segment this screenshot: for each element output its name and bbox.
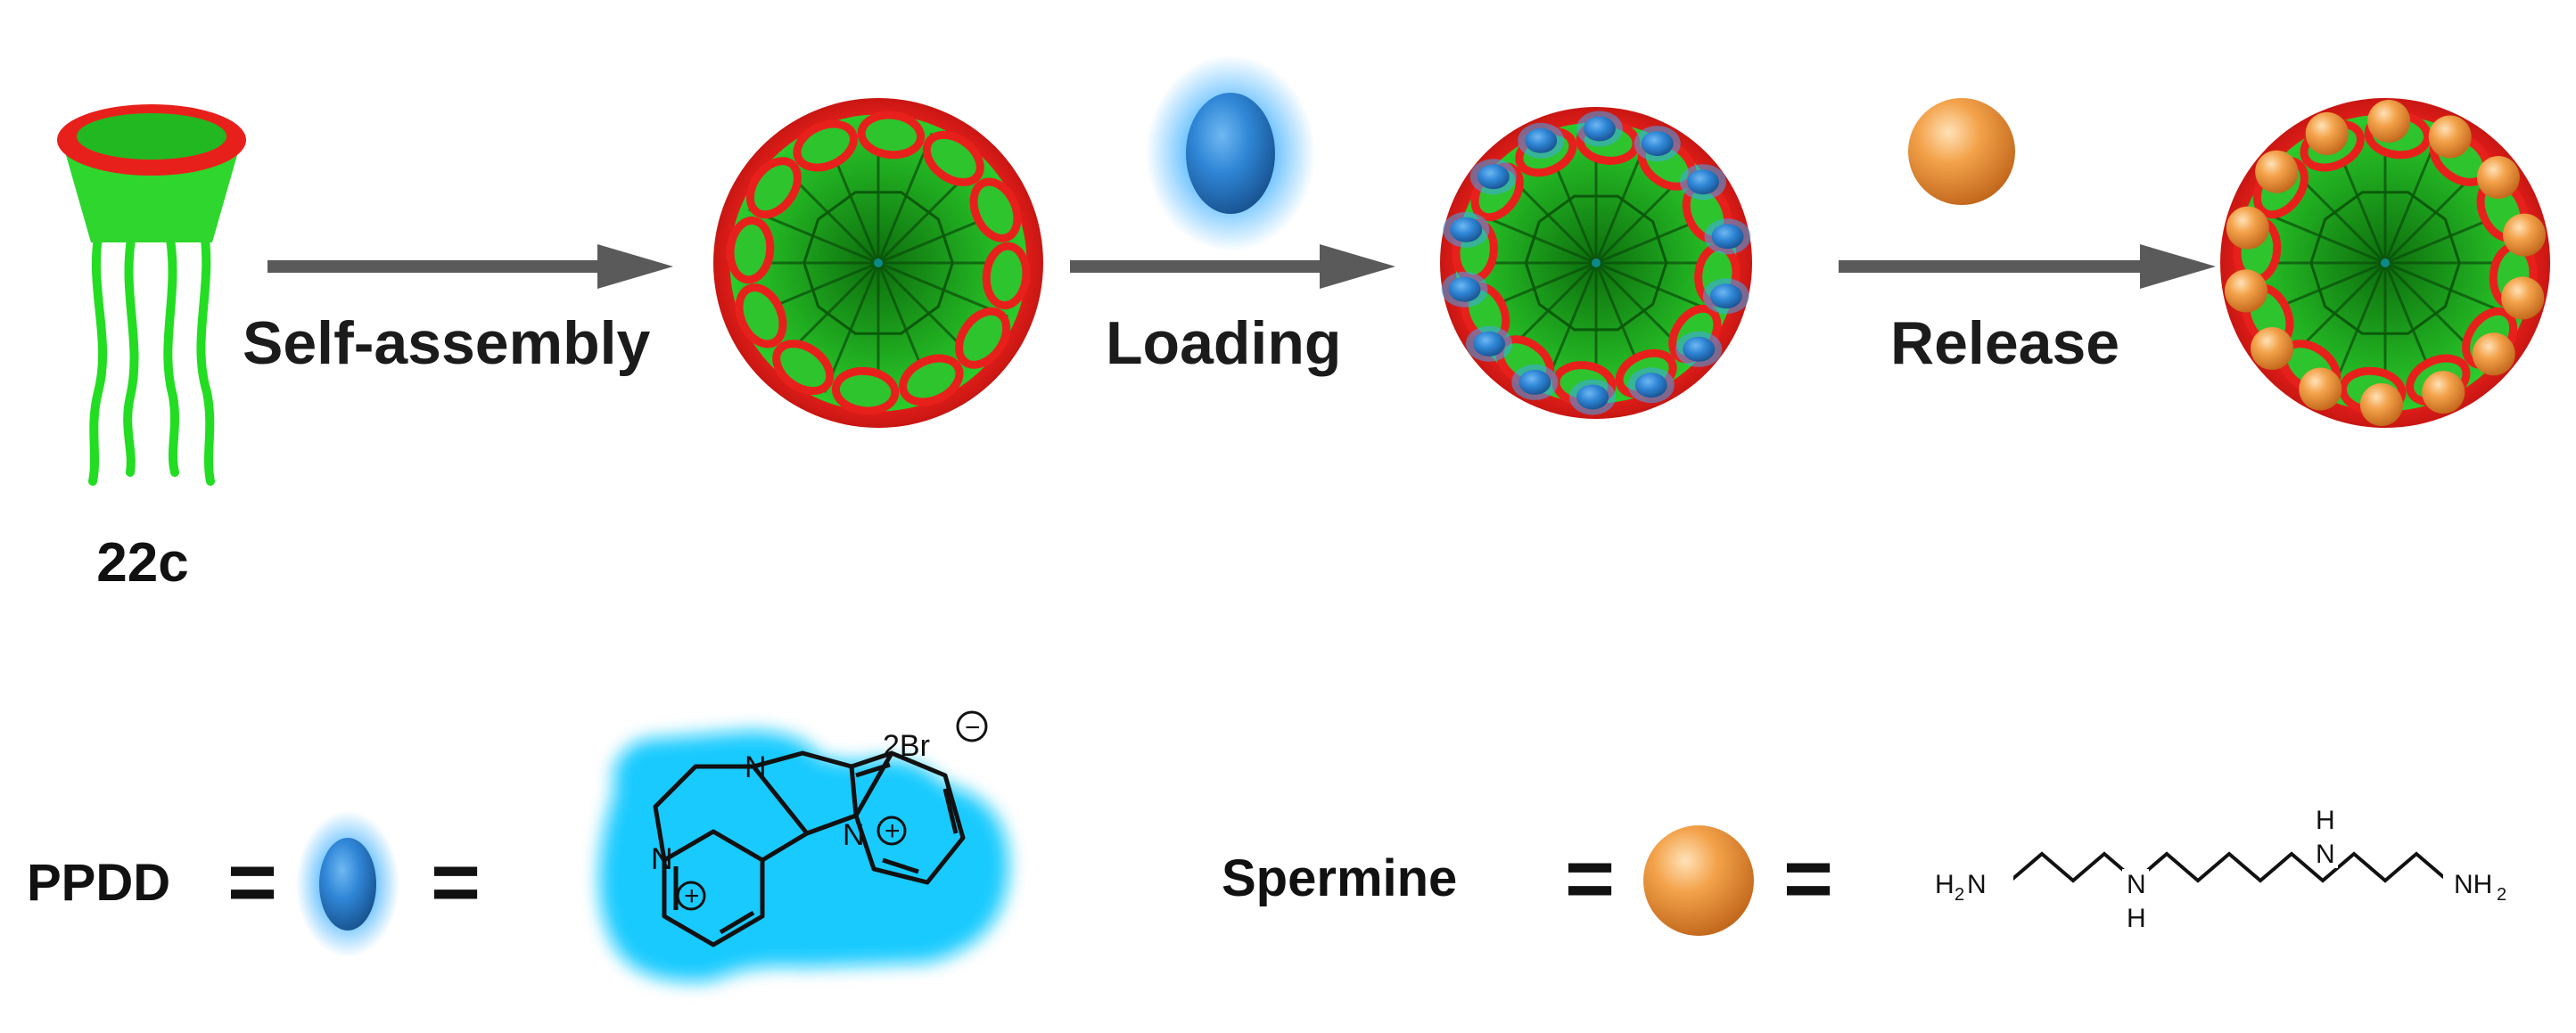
spermine-nh2-sub: 2: [2497, 885, 2506, 905]
step-label-release: Release: [1890, 309, 2119, 377]
vesicle-surface-cup: [726, 216, 775, 284]
ppdd-anion-charge: −: [965, 713, 981, 742]
spermine-equals-1: =: [1565, 831, 1615, 926]
vesicle-empty: [713, 98, 1043, 428]
vesicle-spoke: [823, 262, 880, 393]
vesicle-surface-cup: [793, 119, 858, 172]
vesicle-surface-cup: [745, 157, 802, 219]
vesicle-inner-ring: [2309, 191, 2461, 335]
ppdd-guest: [1711, 224, 1744, 250]
ppdd-guest: [1687, 169, 1719, 195]
ppdd-guest: [1709, 283, 1742, 309]
spermine-nh-top-h: H: [2316, 806, 2335, 835]
vesicle-center: [2381, 258, 2390, 267]
spermine-guest: [2359, 383, 2403, 426]
ppdd-guest: [1518, 369, 1551, 395]
ppdd-atom-n-right: N: [843, 818, 865, 852]
spermine-guest: [2472, 332, 2515, 376]
vesicle-loaded: [1440, 107, 1752, 419]
spermine-structure: H 2 N N H H N NH 2: [1935, 806, 2506, 933]
ppdd-charge-right: +: [885, 816, 901, 846]
spermine-h2n-sub: 2: [1955, 885, 1964, 905]
arrow-self-assembly: [267, 244, 673, 289]
spermine-guest: [2501, 276, 2545, 320]
vesicle-spoke: [876, 133, 934, 264]
spermine-nh-bottom-n: N: [2127, 870, 2146, 899]
ppdd-atom-n-bridge: N: [745, 750, 767, 784]
step-label-self-assembly: Self-assembly: [243, 309, 651, 377]
ppdd-guest: [1448, 276, 1481, 302]
ppdd-atom-n-left: N: [651, 842, 673, 876]
spermine-name: Spermine: [1222, 849, 1457, 907]
molecule-22c: 22c: [57, 104, 246, 594]
vesicle-surface-cup: [922, 130, 984, 186]
vesicle-surface-cup: [857, 111, 926, 160]
vesicle-surface-cup: [772, 340, 835, 396]
molecule-label: 22c: [96, 532, 188, 594]
spermine-sphere-legend-icon: [1643, 825, 1754, 936]
spermine-nh2-right: NH: [2454, 870, 2492, 899]
arrow-loading: [1070, 244, 1395, 289]
vesicle-spoke: [2330, 262, 2387, 393]
spermine-guest: [2299, 367, 2342, 411]
ppdd-guest: [1525, 127, 1558, 153]
ppdd-guest: [1576, 384, 1609, 410]
ppdd-name: PPDD: [27, 854, 170, 912]
spermine-nh-bottom-h: H: [2127, 904, 2146, 933]
vesicle-surface-cup: [735, 283, 787, 348]
ppdd-equals-2: =: [431, 834, 481, 930]
ppdd-guest: [1634, 373, 1667, 398]
spermine-equals-2: =: [1783, 831, 1833, 926]
spermine-guest: [2251, 327, 2294, 370]
vesicle-released: [2220, 98, 2550, 428]
vesicle-center: [1592, 258, 1601, 267]
arrow-release: [1839, 244, 2216, 289]
ppdd-ellipsoid-icon: [296, 811, 399, 957]
ppdd-guest-icon: [1146, 55, 1315, 251]
vesicle-surface-cup: [969, 177, 1022, 242]
ppdd-guest: [1683, 336, 1716, 362]
spermine-guest: [2255, 150, 2299, 193]
cup-opening: [77, 113, 226, 160]
ppdd-guest: [1641, 131, 1674, 157]
ppdd-charge-left: +: [684, 881, 700, 911]
spermine-guest: [2503, 213, 2546, 257]
spermine-nh-top-n: N: [2316, 840, 2335, 869]
spermine-guest: [2226, 206, 2269, 250]
step-label-loading: Loading: [1106, 309, 1341, 377]
vesicle-center: [874, 258, 883, 267]
ppdd-guest: [1583, 116, 1616, 142]
ppdd-equals-1: =: [227, 834, 277, 930]
ppdd-guest: [1473, 331, 1505, 357]
vesicle-surface-cup: [955, 307, 1011, 369]
spermine-h2n-h: H: [1935, 870, 1955, 899]
spermine-h2n-n: N: [1967, 870, 1987, 899]
spermine-guest: [2305, 111, 2349, 155]
ppdd-guest: [1450, 217, 1483, 242]
legend-spermine: Spermine = = H 2 N N H H N NH 2: [1222, 806, 2506, 936]
spermine-guest: [2422, 371, 2465, 414]
spermine-guest: [2476, 156, 2520, 199]
spermine-sphere-icon: [1908, 98, 2015, 205]
spermine-guest: [2367, 100, 2411, 143]
ppdd-guest: [1477, 164, 1510, 190]
vesicle-inner-ring: [802, 191, 954, 335]
vesicle-inner-ring: [1524, 194, 1668, 332]
ppdd-structure: N N N + + 2Br −: [599, 710, 1009, 982]
vesicle-spoke: [2383, 133, 2440, 264]
spermine-guest: [2428, 115, 2472, 159]
ppdd-counter-ion: 2Br: [883, 729, 930, 763]
spermine-guest: [2225, 269, 2267, 313]
vesicle-surface-cup: [899, 354, 964, 406]
legend-ppdd: PPDD = =: [27, 710, 1009, 982]
vesicle-surface-cup: [831, 366, 900, 415]
alkyl-tails: [88, 223, 215, 486]
vesicle-surface-cup: [982, 242, 1031, 310]
